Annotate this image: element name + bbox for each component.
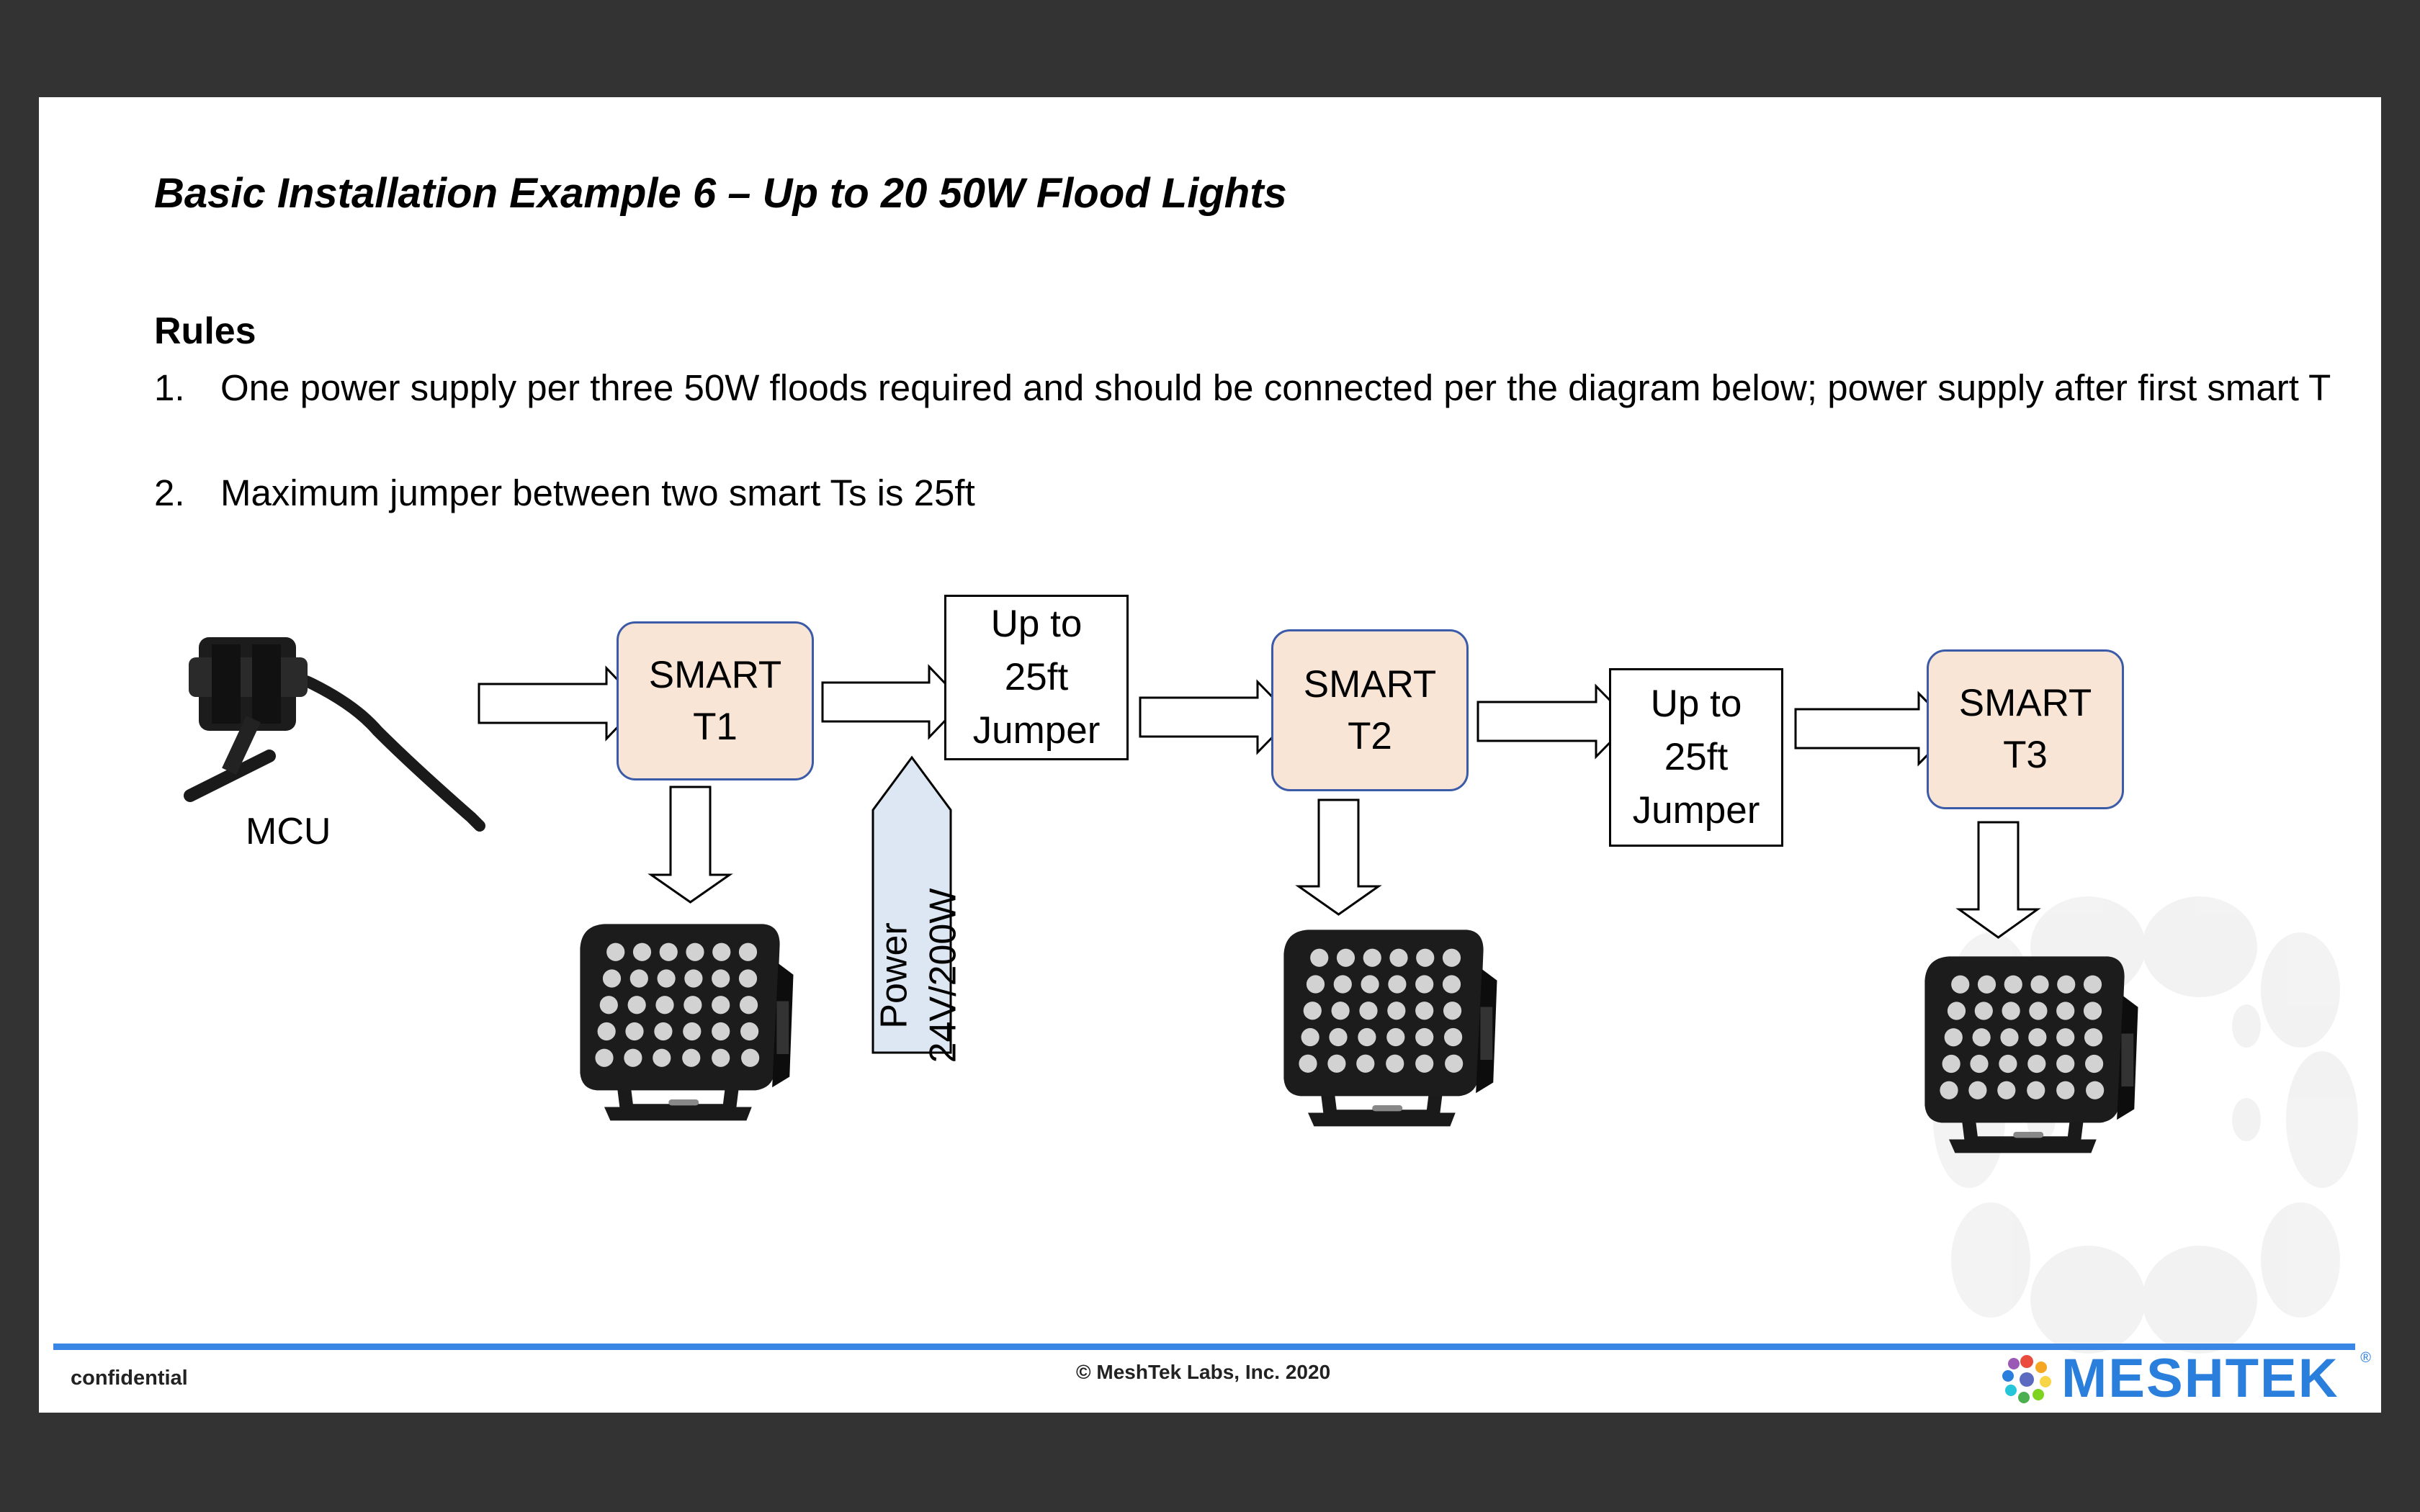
rule-number: 1.: [154, 367, 185, 408]
meshtek-wordmark: MESHTEK: [2061, 1348, 2339, 1409]
smart-t2-box: SMART T2: [1271, 629, 1469, 791]
jumper-line: Jumper: [1632, 789, 1760, 832]
slide: Basic Installation Example 6 – Up to 20 …: [39, 97, 2381, 1413]
mcu-device-image: [184, 637, 485, 832]
rule-text: One power supply per three 50W floods re…: [220, 367, 2331, 408]
smart-label: SMART: [1958, 682, 2092, 724]
power-rating: 24V/200W: [922, 888, 964, 1063]
meshtek-logo-icon: [2002, 1355, 2051, 1403]
jumper-line: Up to: [1650, 683, 1742, 725]
jumper-box: Up to 25ft Jumper: [1609, 668, 1783, 847]
rule-text: Maximum jumper between two smart Ts is 2…: [220, 472, 975, 513]
flow-arrows: [478, 664, 2041, 939]
mcu-label: MCU: [246, 811, 331, 852]
jumper-line: 25ft: [1004, 656, 1069, 698]
rules-heading: Rules: [154, 310, 256, 352]
rule-number: 2.: [154, 472, 185, 513]
smart-t1-box: SMART T1: [617, 621, 814, 780]
meshtek-logo: MESHTEK ®: [1996, 1349, 2371, 1409]
confidential-label: confidential: [71, 1367, 188, 1390]
power-label: Power 24V/200W: [825, 846, 1012, 1105]
jumper-line: Up to: [990, 603, 1083, 645]
jumper-line: 25ft: [1664, 736, 1729, 778]
flood-light-image: [1283, 930, 1497, 1126]
registered-mark: ®: [2360, 1350, 2371, 1366]
power-title: Power: [873, 922, 915, 1029]
copyright-text: © MeshTek Labs, Inc. 2020: [1076, 1361, 1331, 1383]
power-shape: [871, 755, 952, 1054]
smart-id: T2: [1348, 714, 1392, 757]
smart-id: T3: [2003, 734, 2048, 776]
diagram-graphics: [184, 637, 2358, 1354]
jumper-box: Up to 25ft Jumper: [944, 595, 1129, 760]
smart-label: SMART: [1303, 662, 1437, 706]
slide-title: Basic Installation Example 6 – Up to 20 …: [154, 170, 1287, 217]
jumper-line: Jumper: [972, 709, 1101, 752]
smart-label: SMART: [648, 653, 782, 696]
smart-id: T1: [693, 705, 738, 748]
footer-divider: [53, 1344, 2355, 1350]
power-label-text: Power 24V/200W: [869, 888, 967, 1063]
smart-t3-box: SMART T3: [1927, 649, 2124, 809]
flood-light-image: [580, 924, 793, 1120]
